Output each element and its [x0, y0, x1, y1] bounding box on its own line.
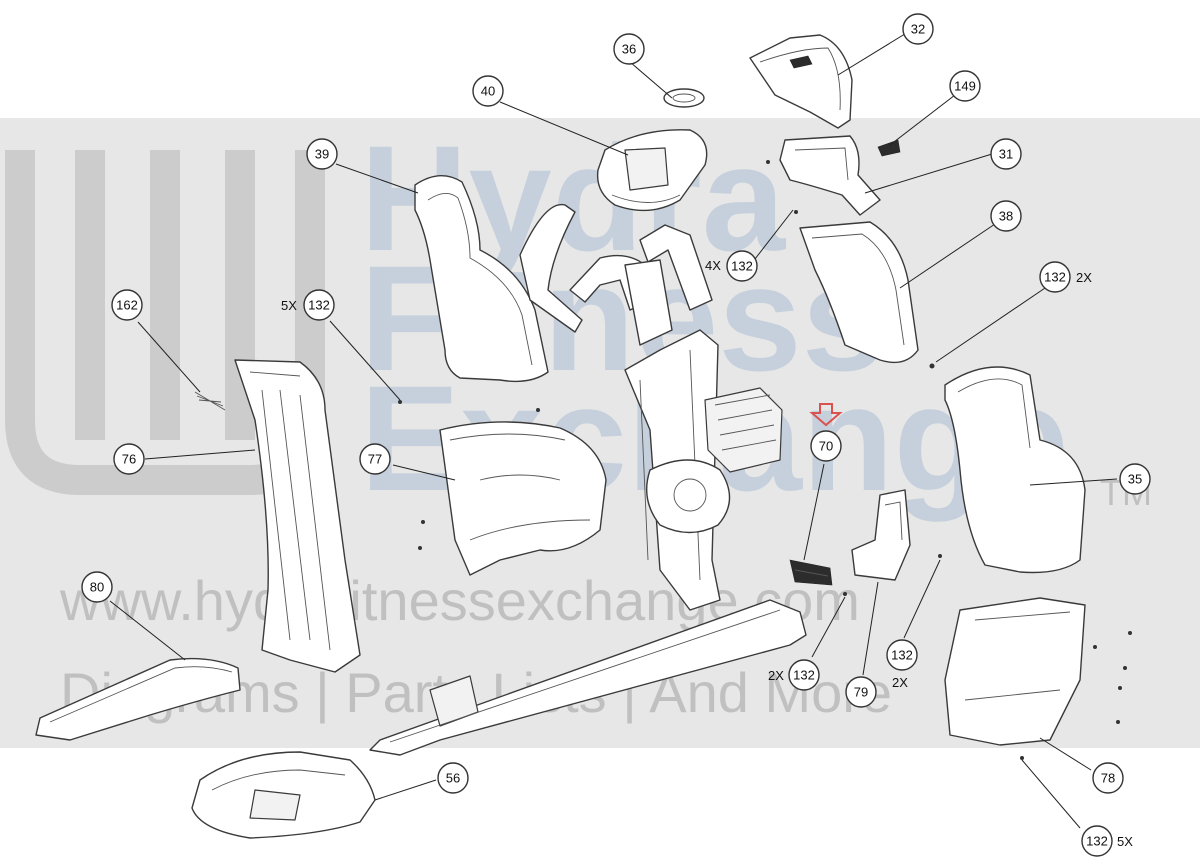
- callout-162: 162: [111, 289, 143, 321]
- callout-label-36: 36: [622, 42, 636, 57]
- callout-132-e: 132: [886, 639, 918, 671]
- callout-56: 56: [437, 762, 469, 794]
- callout-label-56: 56: [446, 771, 460, 786]
- callout-36: 36: [613, 33, 645, 65]
- callout-label-149: 149: [954, 79, 976, 94]
- callout-31: 31: [990, 138, 1022, 170]
- callout-149: 149: [949, 70, 981, 102]
- callout-label-35: 35: [1128, 472, 1142, 487]
- qty-132-c: 5X: [281, 298, 297, 313]
- callout-label-40: 40: [481, 84, 495, 99]
- callout-132-c: 132: [303, 289, 335, 321]
- callout-label-132-e: 132: [891, 648, 913, 663]
- callout-132-d: 132: [788, 659, 820, 691]
- callout-label-132-d: 132: [793, 668, 815, 683]
- part-77-side-shroud: [439, 421, 607, 576]
- part-39-left-console-side: [414, 175, 549, 383]
- screw-markers: [398, 160, 1132, 760]
- part-handlebar-assembly: [519, 203, 713, 346]
- callout-132-b: 132: [1039, 261, 1071, 293]
- callout-132-f: 132: [1081, 825, 1113, 857]
- callout-132-a: 132: [726, 250, 758, 282]
- callout-38: 38: [990, 200, 1022, 232]
- qty-132-e: 2X: [892, 675, 908, 690]
- watermark-logo-icon: [5, 150, 325, 495]
- callout-label-162: 162: [116, 298, 138, 313]
- part-70-sensor: [789, 559, 833, 586]
- part-38-right-console-side: [799, 221, 919, 364]
- callout-label-31: 31: [999, 147, 1013, 162]
- part-56-rear-cover: [191, 751, 376, 839]
- leader-lines: [109, 28, 1118, 829]
- part-162-spring: [194, 391, 226, 411]
- callout-label-80: 80: [90, 580, 104, 595]
- callout-label-79: 79: [854, 685, 868, 700]
- part-35-right-cover: [944, 366, 1086, 574]
- callout-label-132-f: 132: [1086, 834, 1108, 849]
- callout-32: 32: [902, 13, 934, 45]
- callout-39: 39: [306, 138, 338, 170]
- part-79-bracket: [851, 489, 911, 581]
- qty-132-a: 4X: [705, 258, 721, 273]
- callout-40: 40: [472, 75, 504, 107]
- part-36-ring: [663, 88, 705, 108]
- part-80-foot-cover: [35, 657, 241, 741]
- callout-70: 70: [810, 430, 842, 462]
- qty-132-b: 2X: [1076, 270, 1092, 285]
- callout-77: 77: [359, 443, 391, 475]
- callout-label-39: 39: [315, 147, 329, 162]
- callout-79: 79: [845, 676, 877, 708]
- callout-label-132-a: 132: [731, 259, 753, 274]
- callout-label-38: 38: [999, 209, 1013, 224]
- part-40-console-cap: [596, 129, 708, 212]
- callout-label-70: 70: [819, 439, 833, 454]
- callout-35: 35: [1119, 463, 1151, 495]
- callout-76: 76: [113, 443, 145, 475]
- qty-132-f: 5X: [1117, 834, 1133, 849]
- callout-label-76: 76: [122, 452, 136, 467]
- part-78-lower-shroud: [944, 597, 1086, 746]
- callout-label-132-b: 132: [1044, 270, 1066, 285]
- callout-label-132-c: 132: [308, 298, 330, 313]
- callout-label-78: 78: [1101, 771, 1115, 786]
- callout-label-77: 77: [368, 452, 382, 467]
- callout-label-32: 32: [911, 22, 925, 37]
- callout-80: 80: [81, 571, 113, 603]
- part-32-top-shroud: [749, 34, 853, 129]
- callout-78: 78: [1092, 762, 1124, 794]
- highlight-arrow-icon: [809, 403, 843, 427]
- down-arrow-icon: [809, 403, 843, 427]
- part-main-frame: [369, 329, 807, 756]
- part-149-clip: [877, 139, 901, 157]
- part-76-upright-cover: [234, 359, 361, 673]
- part-31-upper-bracket: [779, 135, 881, 216]
- qty-132-d: 2X: [768, 668, 784, 683]
